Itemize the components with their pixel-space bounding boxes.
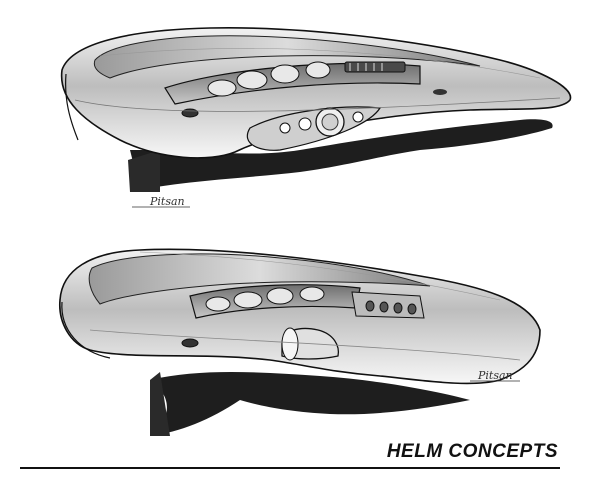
title-underline bbox=[20, 467, 560, 469]
signature-top: Pitsan bbox=[149, 195, 185, 208]
canopy bbox=[88, 253, 431, 305]
signature-bottom: Pitsan bbox=[477, 369, 513, 382]
lower-pod bbox=[246, 106, 382, 151]
base-shadow bbox=[130, 119, 553, 190]
helm-concept-bottom: Pitsan bbox=[59, 248, 541, 436]
base-shadow-lower bbox=[128, 150, 160, 192]
helm-concept-top: Pitsan bbox=[60, 27, 572, 208]
base-shadow-left bbox=[150, 372, 170, 436]
base-shadow bbox=[150, 372, 470, 436]
sheet-title: HELM CONCEPTS bbox=[386, 441, 558, 462]
